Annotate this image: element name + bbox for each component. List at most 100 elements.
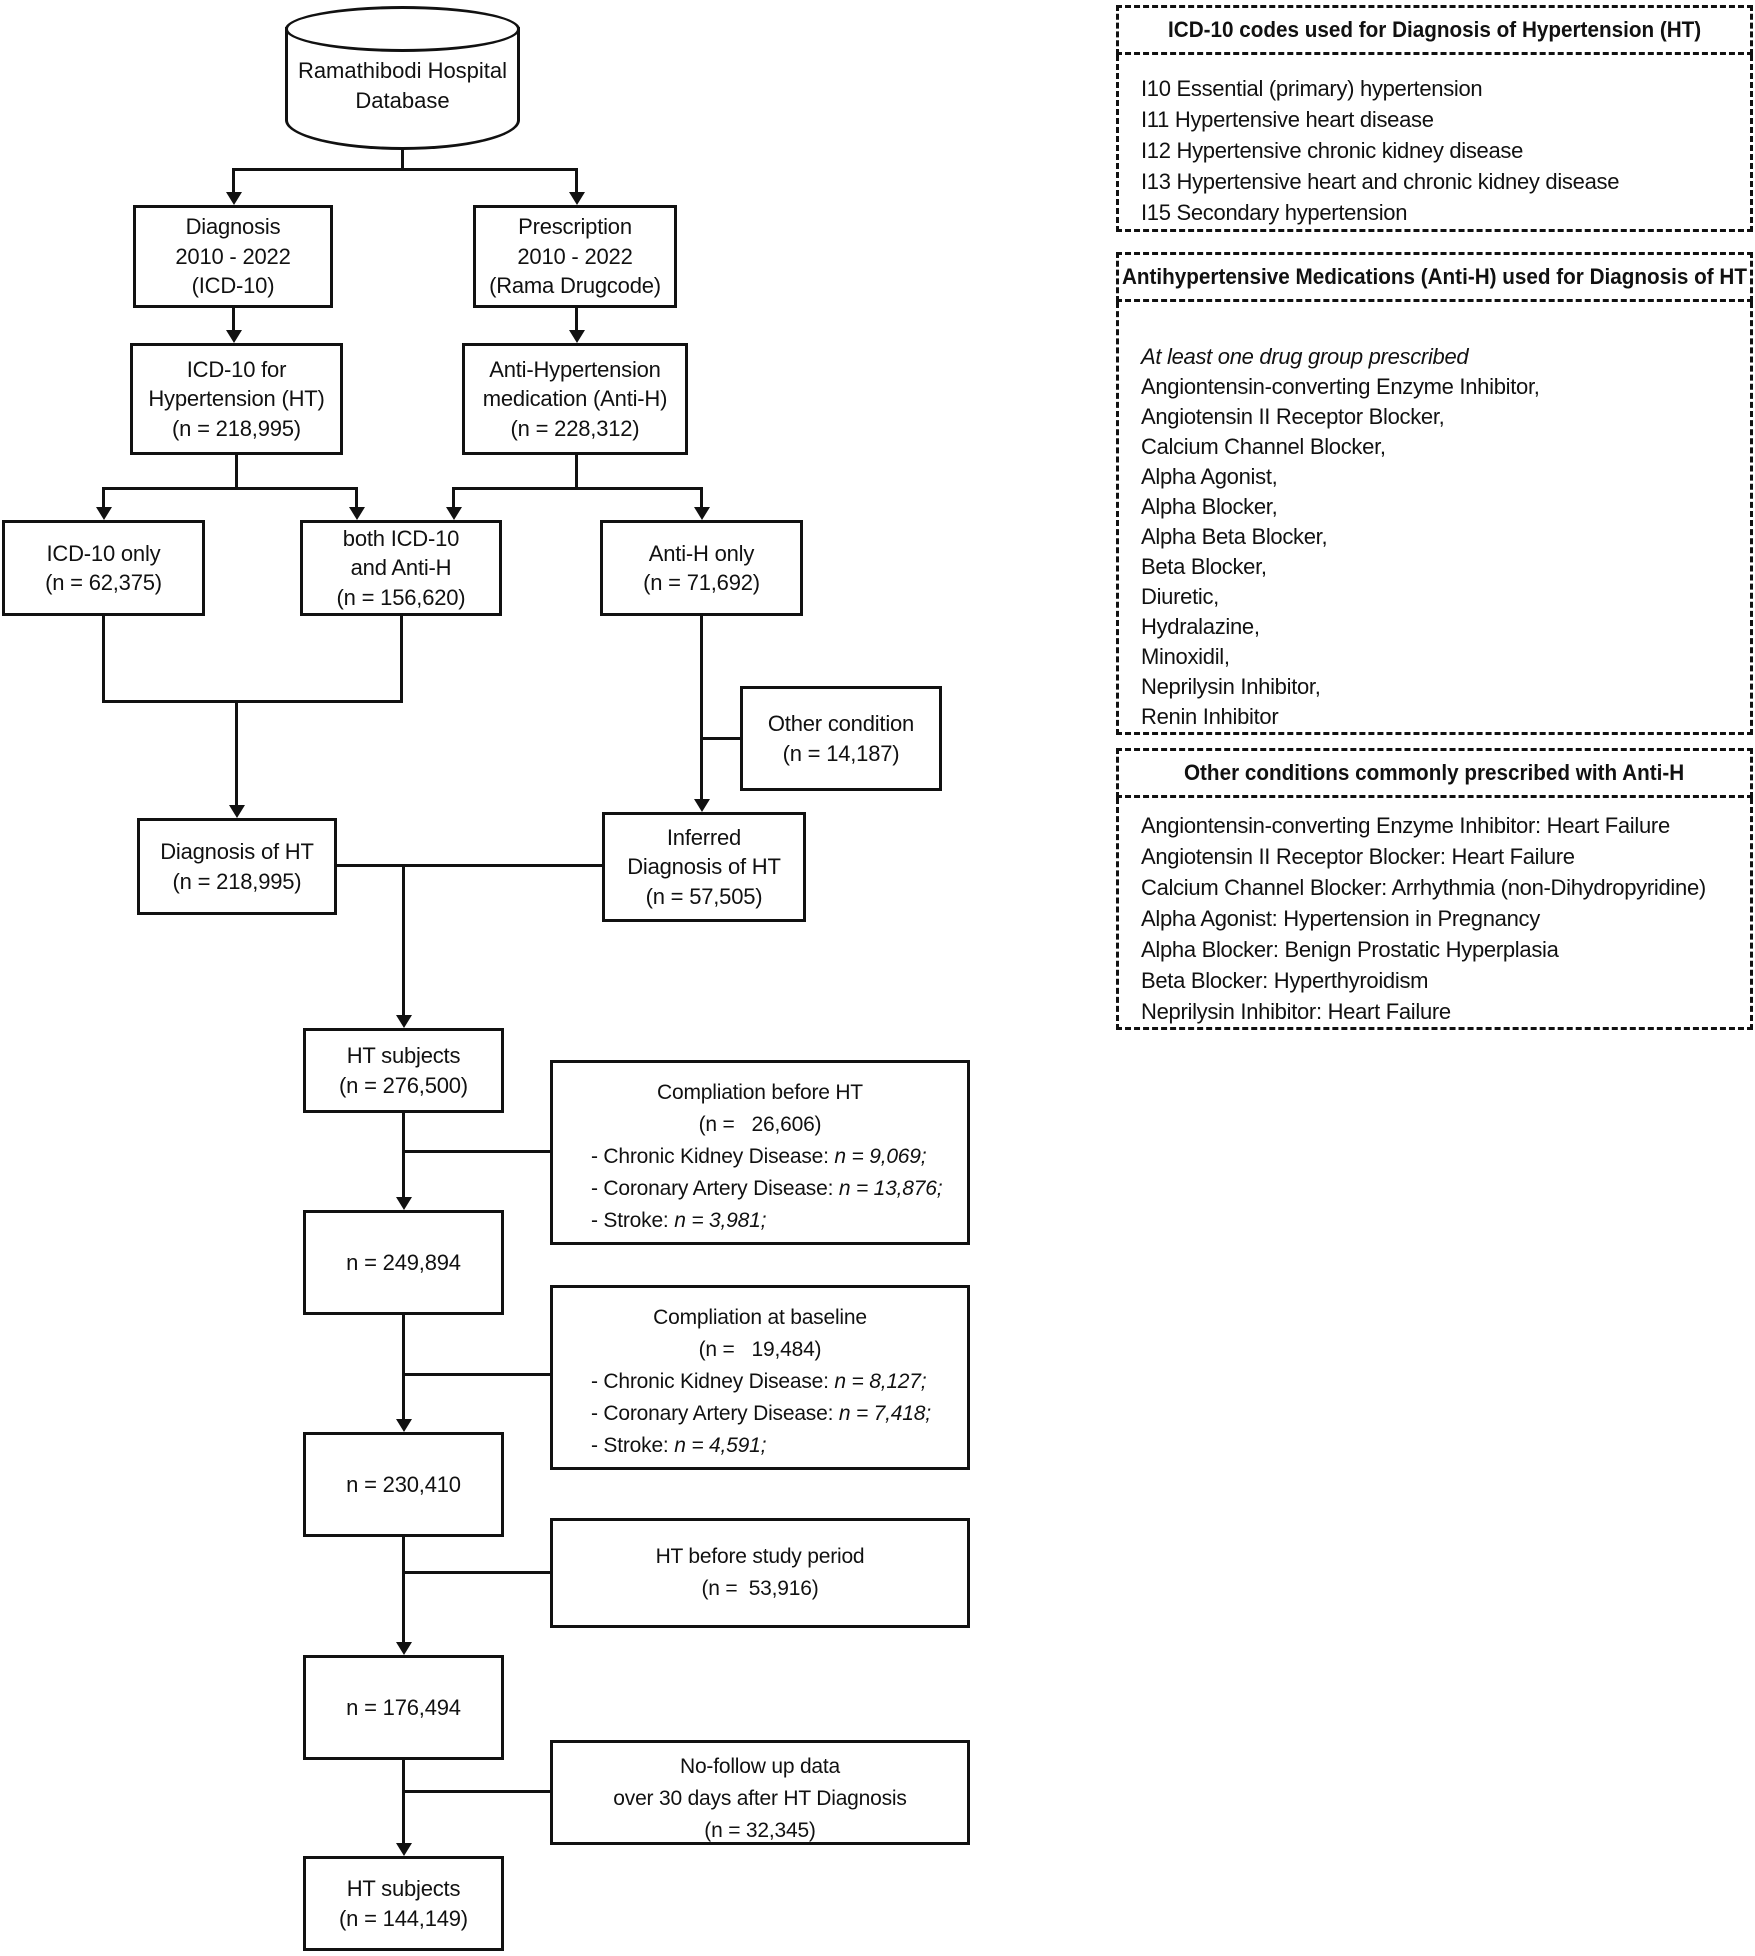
drug-item: Alpha Beta Blocker, — [1141, 524, 1328, 549]
connector-line — [401, 150, 404, 171]
arrowhead — [446, 507, 462, 520]
arrowhead — [349, 507, 365, 520]
database-cylinder-top — [285, 6, 520, 52]
condition-item: Neprilysin Inhibitor: Heart Failure — [1141, 999, 1451, 1024]
box-ht-subjects: HT subjects (n = 276,500) — [303, 1028, 504, 1113]
box-antih-only: Anti-H only (n = 71,692) — [600, 520, 803, 616]
panel-body: Angiontensin-converting Enzyme Inhibitor… — [1116, 798, 1753, 1030]
connector-line — [402, 1537, 405, 1644]
condition-item: Alpha Blocker: Benign Prostatic Hyperpla… — [1141, 937, 1559, 962]
arrowhead — [396, 1015, 412, 1028]
connector-line — [102, 700, 403, 703]
connector-line — [102, 487, 358, 490]
drug-item: Alpha Agonist, — [1141, 464, 1278, 489]
box-diagnosis-ht: Diagnosis of HT (n = 218,995) — [137, 818, 337, 915]
connector-line — [232, 168, 578, 171]
icd10-code-item: I15 Secondary hypertension — [1141, 200, 1408, 225]
connector-line — [404, 1373, 550, 1376]
box-ht-before-study-period: HT before study period (n = 53,916) — [550, 1518, 970, 1628]
connector-line — [232, 168, 235, 194]
exclusion-bullet: - Coronary Artery Disease: n = 13,876; — [591, 1176, 943, 1200]
box-no-followup: No-follow up data over 30 days after HT … — [550, 1740, 970, 1845]
box-both-icd10-antih: both ICD-10 and Anti-H (n = 156,620) — [300, 520, 502, 616]
exclusion-n: (n = 19,484) — [698, 1337, 822, 1361]
condition-item: Angiontensin-converting Enzyme Inhibitor… — [1141, 813, 1670, 838]
exclusion-bullets: - Chronic Kidney Disease: n = 8,127; - C… — [553, 1366, 967, 1462]
arrowhead — [96, 507, 112, 520]
connector-line — [703, 737, 740, 740]
connector-line — [404, 1150, 550, 1153]
box-complication-before-ht: Compliation before HT (n = 26,606) - Chr… — [550, 1060, 970, 1245]
box-icd10-hypertension: ICD-10 for Hypertension (HT) (n = 218,99… — [130, 343, 343, 455]
exclusion-n: (n = 26,606) — [698, 1112, 822, 1136]
drug-item: Beta Blocker, — [1141, 554, 1267, 579]
connector-line — [235, 700, 238, 806]
drug-group-intro: At least one drug group prescribed — [1141, 344, 1469, 369]
connector-line — [575, 168, 578, 194]
connector-line — [400, 616, 403, 703]
box-ht-subjects-final: HT subjects (n = 144,149) — [303, 1856, 504, 1951]
arrowhead — [229, 805, 245, 818]
arrowhead — [396, 1642, 412, 1655]
condition-item: Angiotensin II Receptor Blocker: Heart F… — [1141, 844, 1575, 869]
box-antih-medication: Anti-Hypertension medication (Anti-H) (n… — [462, 343, 688, 455]
drug-item: Calcium Channel Blocker, — [1141, 434, 1386, 459]
arrowhead — [694, 799, 710, 812]
exclusion-bullet: - Chronic Kidney Disease: n = 9,069; — [591, 1144, 927, 1168]
exclusion-title: Compliation before HT — [657, 1081, 863, 1104]
panel-icd10-codes: ICD-10 codes used for Diagnosis of Hyper… — [1116, 5, 1753, 232]
box-other-condition: Other condition (n = 14,187) — [740, 686, 942, 791]
exclusion-title: Compliation at baseline — [653, 1306, 867, 1329]
exclusion-title: No-follow up data over 30 days after HT … — [613, 1755, 907, 1810]
connector-line — [337, 864, 602, 867]
icd10-code-item: I10 Essential (primary) hypertension — [1141, 76, 1483, 101]
connector-line — [232, 308, 235, 332]
exclusion-bullet: - Stroke: n = 4,591; — [591, 1433, 767, 1457]
panel-antih-medications: Antihypertensive Medications (Anti-H) us… — [1116, 252, 1753, 735]
drug-item: Angiontensin-converting Enzyme Inhibitor… — [1141, 374, 1540, 399]
box-icd10-only: ICD-10 only (n = 62,375) — [2, 520, 205, 616]
exclusion-bullets: - Chronic Kidney Disease: n = 9,069; - C… — [553, 1141, 967, 1237]
panel-body: At least one drug group prescribed Angio… — [1116, 302, 1753, 735]
drug-item: Hydralazine, — [1141, 614, 1260, 639]
icd10-code-item: I13 Hypertensive heart and chronic kidne… — [1141, 169, 1620, 194]
exclusion-bullet: - Coronary Artery Disease: n = 7,418; — [591, 1401, 931, 1425]
arrowhead — [396, 1843, 412, 1856]
arrowhead — [569, 192, 585, 205]
connector-line — [575, 308, 578, 332]
connector-line — [700, 487, 703, 509]
box-n-230410: n = 230,410 — [303, 1432, 504, 1537]
box-prescription-source: Prescription 2010 - 2022 (Rama Drugcode) — [473, 205, 677, 308]
drug-item: Renin Inhibitor — [1141, 704, 1279, 729]
connector-line — [402, 1113, 405, 1199]
connector-line — [700, 616, 703, 801]
connector-line — [402, 1760, 405, 1845]
exclusion-bullet: - Stroke: n = 3,981; — [591, 1208, 767, 1232]
arrowhead — [396, 1197, 412, 1210]
connector-line — [402, 1315, 405, 1421]
box-inferred-diagnosis-ht: Inferred Diagnosis of HT (n = 57,505) — [602, 812, 806, 922]
drug-item: Neprilysin Inhibitor, — [1141, 674, 1321, 699]
exclusion-title: HT before study period — [655, 1545, 865, 1568]
connector-line — [402, 864, 405, 1017]
database-label: Ramathibodi Hospital Database — [297, 58, 508, 113]
panel-other-conditions: Other conditions commonly prescribed wit… — [1116, 748, 1753, 1030]
arrowhead — [569, 330, 585, 343]
arrowhead — [694, 507, 710, 520]
connector-line — [235, 455, 238, 490]
exclusion-n: (n = 53,916) — [701, 1576, 819, 1600]
panel-title: Antihypertensive Medications (Anti-H) us… — [1116, 252, 1753, 302]
exclusion-n: (n = 32,345) — [704, 1818, 816, 1842]
condition-item: Beta Blocker: Hyperthyroidism — [1141, 968, 1429, 993]
condition-item: Alpha Agonist: Hypertension in Pregnancy — [1141, 906, 1540, 931]
icd10-code-item: I11 Hypertensive heart disease — [1141, 107, 1434, 132]
panel-title: Other conditions commonly prescribed wit… — [1116, 748, 1753, 798]
drug-item: Diuretic, — [1141, 584, 1219, 609]
icd10-code-item: I12 Hypertensive chronic kidney disease — [1141, 138, 1524, 163]
drug-item: Minoxidil, — [1141, 644, 1230, 669]
arrowhead — [396, 1419, 412, 1432]
connector-line — [404, 1790, 550, 1793]
connector-line — [404, 1571, 550, 1574]
condition-item: Calcium Channel Blocker: Arrhythmia (non… — [1141, 875, 1706, 900]
